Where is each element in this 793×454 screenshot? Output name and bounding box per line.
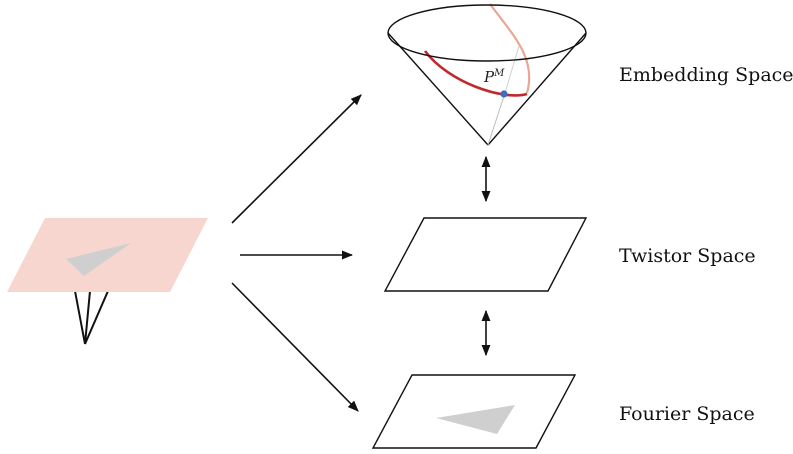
cone-axis-ray xyxy=(487,92,506,146)
tripod-leg xyxy=(84,290,109,345)
embedding-cone: PM xyxy=(387,3,587,146)
arrow-to-embedding xyxy=(231,94,362,224)
point-pm xyxy=(500,90,508,98)
point-pm-base: P xyxy=(483,68,495,86)
cone-side xyxy=(387,32,489,146)
twistor-space-label: Twistor Space xyxy=(619,245,756,267)
arrow-to-fourier xyxy=(231,282,359,412)
cone-rim xyxy=(387,4,587,62)
fourier-plane xyxy=(371,374,577,449)
source-triangle xyxy=(66,243,131,276)
fourier-triangle xyxy=(436,405,515,434)
embedding-space-label: Embedding Space xyxy=(619,64,793,86)
cone-side xyxy=(487,32,587,146)
fourier-space-label: Fourier Space xyxy=(619,403,755,425)
cone-axis-ray xyxy=(504,45,520,94)
light-curve xyxy=(489,3,531,94)
dark-curve xyxy=(423,50,528,97)
point-pm-label: PM xyxy=(483,68,505,86)
twistor-plane xyxy=(383,217,588,292)
tripod-leg xyxy=(74,290,86,345)
source-plane-group xyxy=(7,218,208,345)
point-pm-sup: M xyxy=(493,68,505,79)
tripod-leg xyxy=(84,290,91,345)
